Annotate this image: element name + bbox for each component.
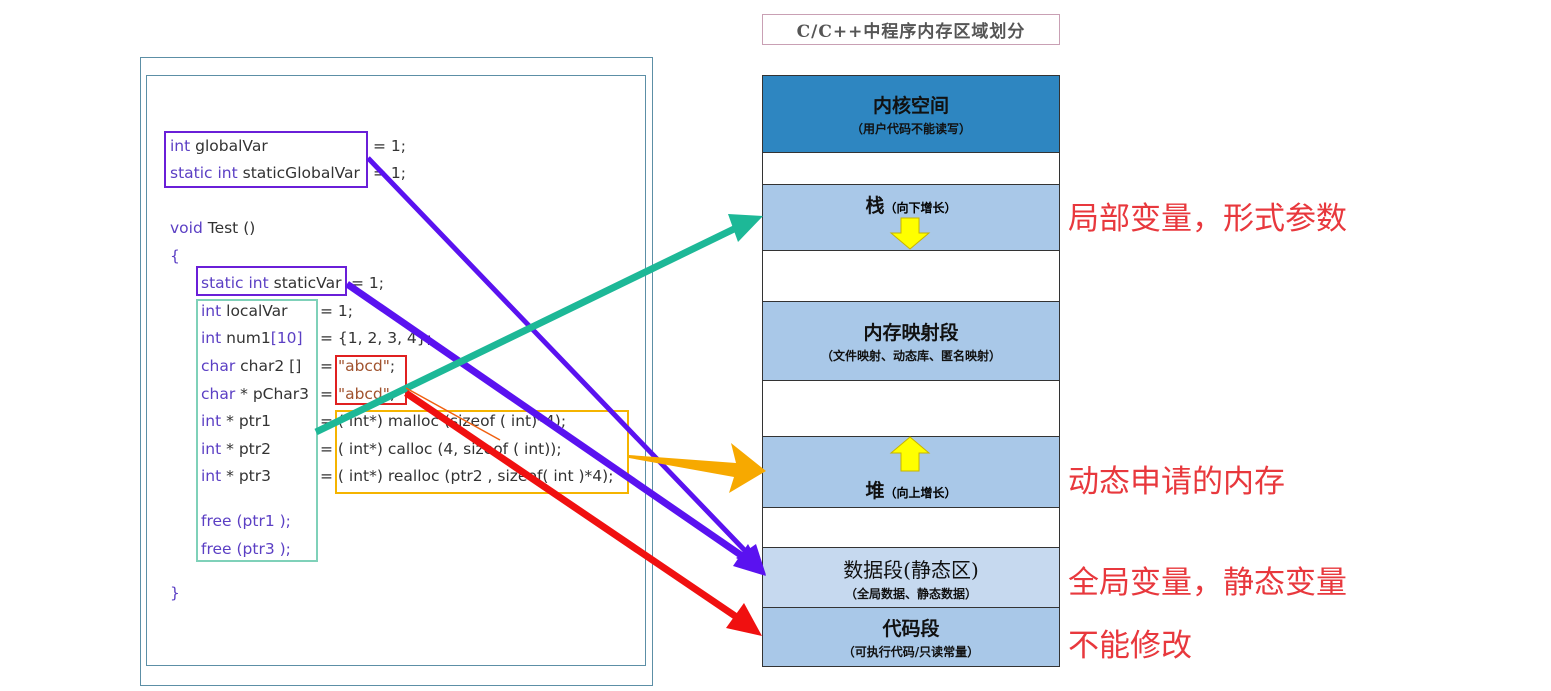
string-literal: "abcd" bbox=[337, 357, 390, 375]
code-line-ptr3: int * ptr3 bbox=[201, 466, 271, 486]
identifier: staticVar bbox=[268, 274, 342, 292]
code-note: 不能修改 bbox=[1068, 628, 1192, 664]
code-line-char2: char char2 [] bbox=[201, 356, 301, 376]
identifier: char2 [] bbox=[235, 357, 302, 375]
heap-alloc-highlight-box bbox=[335, 410, 629, 494]
code-close-brace: } bbox=[170, 584, 180, 602]
keyword: char bbox=[201, 385, 236, 403]
memory-mapping-subtitle: （文件映射、动态库、匿名映射） bbox=[820, 349, 1001, 363]
static-var-highlight-box bbox=[196, 266, 347, 296]
code-assign-local-var: = 1; bbox=[320, 302, 353, 320]
keyword: static int bbox=[201, 274, 269, 292]
locals-to-stack-arrow-head bbox=[728, 214, 763, 242]
static-to-data-arrow-head bbox=[733, 544, 766, 576]
code-open-brace: { bbox=[170, 247, 180, 265]
memory-mapping-segment: 内存映射段 （文件映射、动态库、匿名映射） bbox=[762, 301, 1060, 381]
code-panel-inner-frame bbox=[146, 75, 646, 666]
keyword: int bbox=[201, 440, 222, 458]
kernel-space-segment: 内核空间 （用户代码不能读写） bbox=[762, 75, 1060, 153]
equals: = bbox=[320, 357, 333, 375]
identifier: * pChar3 bbox=[235, 385, 310, 403]
heap-subtitle: （向上增长） bbox=[884, 486, 957, 500]
code-segment-title: 代码段 bbox=[882, 618, 940, 640]
heap-note: 动态申请的内存 bbox=[1068, 464, 1285, 500]
code-line-global-var: int globalVar bbox=[170, 136, 268, 156]
keyword: char bbox=[201, 357, 236, 375]
code-line-free-ptr1: free (ptr1 ); bbox=[201, 512, 291, 530]
identifier: * ptr3 bbox=[221, 467, 271, 485]
code-line-static-global-var: static int staticGlobalVar bbox=[170, 163, 360, 183]
keyword: void bbox=[170, 219, 203, 237]
stack-subtitle: （向下增长） bbox=[884, 201, 957, 215]
data-note: 全局变量，静态变量 bbox=[1068, 565, 1347, 601]
gap-segment bbox=[762, 507, 1060, 548]
keyword: int bbox=[170, 137, 191, 155]
code-segment-subtitle: （可执行代码/只读常量） bbox=[842, 645, 980, 659]
heap-title: 堆 bbox=[865, 480, 885, 502]
code-line-test-function: void Test () bbox=[170, 218, 255, 238]
code-line-static-var: static int staticVar bbox=[201, 273, 341, 293]
heap-label: 堆（向上增长） bbox=[865, 476, 956, 503]
code-assign-global-var: = 1; bbox=[373, 137, 406, 155]
kernel-space-subtitle: （用户代码不能读写） bbox=[850, 122, 971, 136]
heap-grow-up-arrow bbox=[889, 436, 931, 472]
identifier: Test () bbox=[202, 219, 256, 237]
code-assign-ptr3: = ( int*) realloc (ptr2 , sizeof( int )*… bbox=[320, 467, 614, 485]
stack-grow-down-arrow bbox=[889, 217, 931, 250]
code-line-num1: int num1[10] bbox=[201, 328, 303, 348]
gap-segment bbox=[762, 380, 1060, 437]
code-line-local-var: int localVar bbox=[201, 301, 288, 321]
identifier: * ptr2 bbox=[221, 440, 271, 458]
keyword: static int bbox=[170, 164, 238, 182]
keyword: int bbox=[201, 302, 222, 320]
stack-label: 栈（向下增长） bbox=[865, 191, 956, 218]
identifier: num1 bbox=[221, 329, 271, 347]
array-size: [10] bbox=[270, 329, 303, 347]
data-segment-subtitle: （全局数据、静态数据） bbox=[844, 586, 977, 601]
keyword: int bbox=[201, 412, 222, 430]
stack-note: 局部变量，形式参数 bbox=[1068, 201, 1347, 237]
code-panel-outer-frame bbox=[140, 57, 653, 686]
string-literal: "abcd" bbox=[337, 385, 390, 403]
literal-thin-line bbox=[405, 387, 501, 441]
literal-to-code-arrow-line bbox=[404, 390, 740, 621]
locals-to-stack-arrow-line bbox=[314, 224, 738, 436]
alloc-to-heap-arrow bbox=[629, 443, 766, 493]
data-segment: 数据段(静态区) （全局数据、静态数据） bbox=[762, 547, 1060, 608]
keyword: int bbox=[201, 467, 222, 485]
literal-to-code-arrow-head bbox=[726, 603, 762, 636]
keyword: int bbox=[201, 329, 222, 347]
memory-mapping-title: 内存映射段 bbox=[863, 322, 959, 344]
static-to-data-arrow-line bbox=[345, 281, 750, 563]
identifier: globalVar bbox=[190, 137, 268, 155]
code-line-ptr1: int * ptr1 bbox=[201, 411, 271, 431]
code-assign-char2: = "abcd"; bbox=[320, 356, 395, 376]
identifier: staticGlobalVar bbox=[237, 164, 360, 182]
stack-title: 栈 bbox=[865, 195, 885, 217]
data-segment-title: 数据段(静态区) bbox=[843, 557, 979, 582]
code-line-pchar3: char * pChar3 bbox=[201, 384, 309, 404]
semicolon: ; bbox=[389, 357, 396, 375]
equals: = bbox=[320, 385, 333, 403]
identifier: localVar bbox=[221, 302, 288, 320]
kernel-space-title: 内核空间 bbox=[872, 95, 949, 117]
global-to-data-arrow-line bbox=[366, 156, 756, 562]
code-line-ptr2: int * ptr2 bbox=[201, 439, 271, 459]
diagram-title: C/C++中程序内存区域划分 bbox=[762, 14, 1060, 45]
code-line-free-ptr3: free (ptr3 ); bbox=[201, 540, 291, 558]
gap-segment bbox=[762, 250, 1060, 302]
identifier: * ptr1 bbox=[221, 412, 271, 430]
code-segment: 代码段 （可执行代码/只读常量） bbox=[762, 607, 1060, 667]
